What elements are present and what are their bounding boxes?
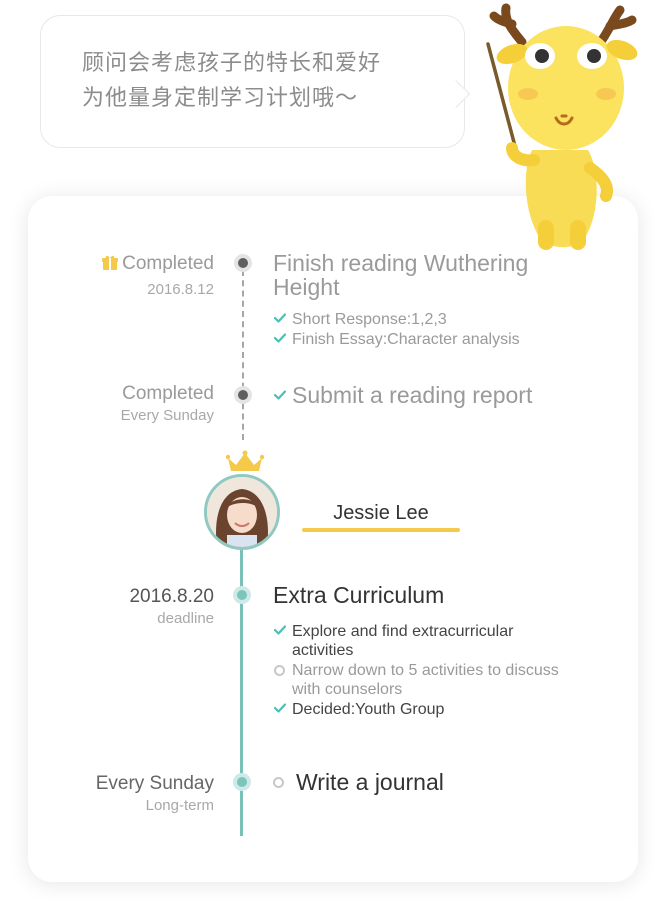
entry-1-item-1: Short Response:1,2,3 — [273, 310, 603, 329]
timeline-solid-line — [240, 548, 243, 836]
entry-3-item-2-line-2: with counselors — [292, 681, 403, 698]
entry-3-title: Extra Curriculum — [273, 582, 445, 608]
check-icon — [274, 703, 286, 713]
entry-2-title-text: Submit a reading report — [292, 382, 533, 408]
study-plan-card — [28, 196, 638, 882]
avatar-photo — [207, 477, 277, 547]
check-icon — [274, 390, 286, 400]
speech-bubble — [40, 15, 465, 148]
entry-3-item-2: Narrow down to 5 activities to discuss w… — [273, 661, 603, 699]
entry-3-date: 2016.8.20 — [129, 586, 214, 607]
student-name: Jessie Lee — [333, 502, 429, 524]
entry-1-item-1-text: Short Response:1,2,3 — [292, 311, 447, 328]
avatar[interactable] — [204, 474, 280, 550]
timeline-node-completed — [234, 254, 252, 272]
entry-1-title-line-2: Height — [273, 274, 340, 300]
speech-bubble-text: 顾问会考虑孩子的特长和爱好 为他量身定制学习计划哦～ — [82, 46, 442, 116]
circle-icon — [274, 665, 285, 676]
bubble-line-1: 顾问会考虑孩子的特长和爱好 — [82, 51, 382, 76]
gift-icon — [102, 255, 119, 270]
circle-icon — [273, 777, 284, 788]
entry-4-title: Write a journal — [273, 770, 444, 794]
check-icon — [274, 333, 286, 343]
entry-3-item-1-line-2: activities — [292, 642, 354, 659]
entry-1-item-2-text: Finish Essay:Character analysis — [292, 331, 520, 348]
timeline-node-upcoming — [233, 773, 251, 791]
entry-3-item-2-line-1: Narrow down to 5 activities to discuss — [292, 662, 559, 679]
entry-4-date: Every Sunday — [95, 773, 214, 794]
check-icon — [274, 313, 286, 323]
entry-1-item-2: Finish Essay:Character analysis — [273, 330, 603, 349]
entry-1-status: Completed — [102, 253, 214, 275]
entry-1-title-line-1: Finish reading Wuthering — [273, 250, 529, 276]
entry-3-item-1: Explore and find extracurricular activit… — [273, 622, 603, 660]
entry-3-item-3-line-1: Decided:Youth Group — [292, 701, 445, 718]
timeline-dashed-line — [242, 270, 244, 440]
mascot-deer — [486, 3, 638, 250]
entry-1-title: Finish reading Wuthering Height — [273, 251, 528, 299]
timeline-node-upcoming — [233, 586, 251, 604]
entry-1-status-text: Completed — [122, 253, 214, 274]
bubble-line-2: 为他量身定制学习计划哦～ — [82, 86, 359, 111]
timeline-node-completed — [234, 386, 252, 404]
entry-2-title: Submit a reading report — [273, 383, 532, 407]
check-icon — [274, 625, 286, 635]
crown-icon — [226, 450, 264, 471]
student-name-underline — [302, 528, 460, 532]
entry-4-title-text: Write a journal — [296, 769, 444, 795]
entry-1-date: 2016.8.12 — [147, 281, 214, 298]
entry-3-item-1-line-1: Explore and find extracurricular — [292, 623, 514, 640]
entry-3-sub: deadline — [157, 610, 214, 627]
entry-2-status: Completed — [122, 383, 214, 404]
entry-4-sub: Long-term — [145, 797, 214, 814]
entry-3-item-3: Decided:Youth Group — [273, 700, 603, 719]
entry-2-date: Every Sunday — [120, 407, 214, 424]
